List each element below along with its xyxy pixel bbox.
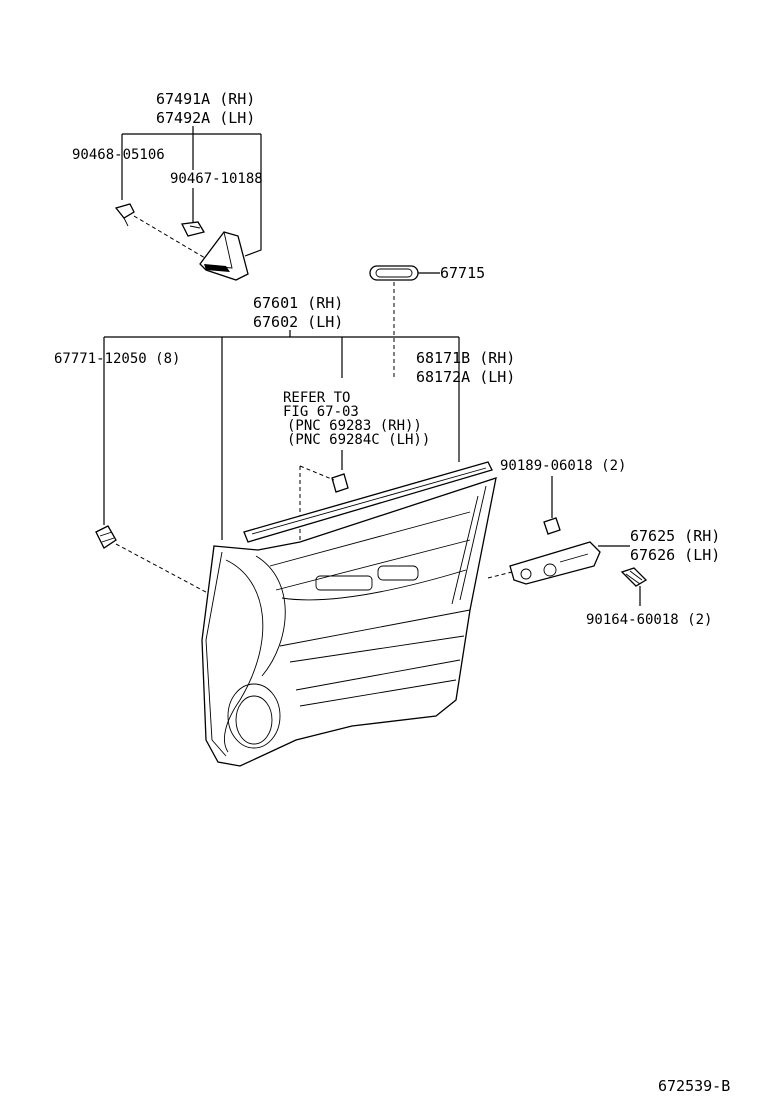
figure-id: 672539-B [658, 1077, 730, 1095]
label-90164[interactable]: 90164-60018 (2) [586, 612, 712, 628]
label-67492a[interactable]: 67492A (LH) [156, 109, 255, 127]
label-67715[interactable]: 67715 [440, 264, 485, 282]
label-68172a[interactable]: 68172A (LH) [416, 368, 515, 386]
label-68171b[interactable]: 68171B (RH) [416, 349, 515, 367]
label-67626[interactable]: 67626 (LH) [630, 546, 720, 564]
label-90468[interactable]: 90468-05106 [72, 147, 165, 163]
bezel-67715-part[interactable] [369, 265, 419, 281]
label-refer-pnc-lh[interactable]: (PNC 69284C (LH)) [287, 432, 430, 448]
label-90467[interactable]: 90467-10188 [170, 171, 263, 187]
leader-67491a [121, 126, 262, 257]
label-67771[interactable]: 67771-12050 (8) [54, 351, 180, 367]
label-67491a[interactable]: 67491A (RH) [156, 90, 255, 108]
assembly-line-67771 [115, 543, 233, 607]
assembly-line-handle [487, 571, 513, 579]
moulding-68171b-part[interactable] [243, 461, 493, 543]
handle-bracket-67625-part[interactable] [509, 541, 601, 585]
screw-90164-part[interactable] [620, 567, 648, 587]
clip-67771-part[interactable] [95, 525, 117, 549]
leader-67601 [103, 330, 460, 540]
label-67601[interactable]: 67601 (RH) [253, 294, 343, 312]
clip-90467-part[interactable] [181, 221, 206, 237]
nut-90189-part[interactable] [543, 517, 561, 535]
label-90189[interactable]: 90189-06018 (2) [500, 458, 626, 474]
clip-90468-part[interactable] [114, 203, 135, 227]
label-refer-pnc-rh[interactable]: (PNC 69283 (RH)) [287, 418, 422, 434]
label-67602[interactable]: 67602 (LH) [253, 313, 343, 331]
label-refer-to[interactable]: REFER TO [283, 390, 350, 406]
switch-ref-part[interactable] [331, 473, 349, 493]
mirror-cover-67491a-part[interactable] [199, 231, 249, 281]
label-67625[interactable]: 67625 (RH) [630, 527, 720, 545]
label-refer-fig[interactable]: FIG 67-03 [283, 404, 359, 420]
door-trim-board-67601-part[interactable] [201, 477, 497, 767]
